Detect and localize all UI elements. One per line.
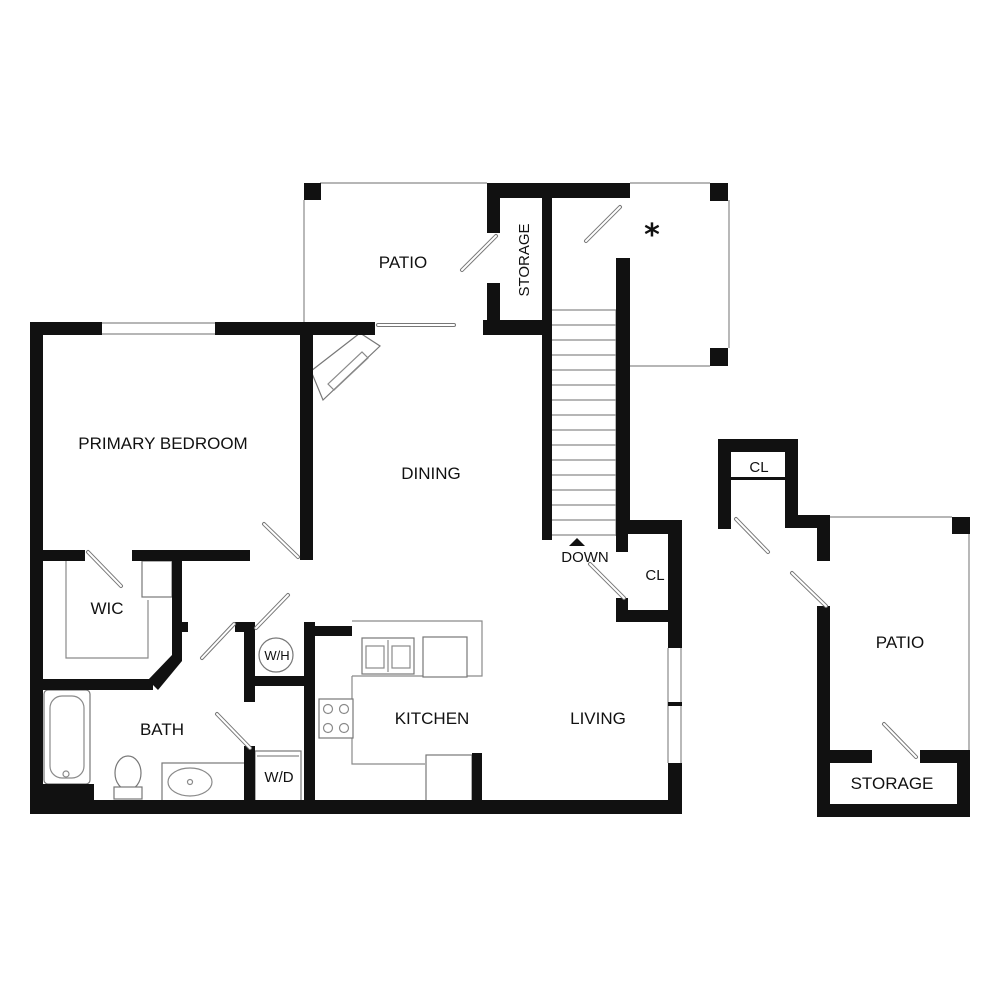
storage-label: STORAGE bbox=[516, 223, 533, 296]
wic-label: WIC bbox=[90, 599, 123, 618]
bath-label: BATH bbox=[140, 720, 184, 739]
stair-arrow-icon bbox=[569, 538, 585, 546]
patio-label: PATIO bbox=[379, 253, 428, 272]
main-walls bbox=[30, 183, 728, 814]
inset-closet-label: CL bbox=[749, 459, 768, 476]
down-label: DOWN bbox=[561, 549, 609, 566]
wd-label: W/D bbox=[264, 769, 293, 786]
room-labels: PATIO STORAGE * PRIMARY BEDROOM DINING D… bbox=[78, 218, 933, 793]
inset-doors bbox=[734, 517, 918, 759]
kitchen-label: KITCHEN bbox=[395, 709, 470, 728]
inset-storage-label: STORAGE bbox=[851, 774, 934, 793]
closet-label: CL bbox=[645, 567, 664, 584]
inset-patio-label: PATIO bbox=[876, 633, 925, 652]
living-label: LIVING bbox=[570, 709, 626, 728]
primary-bedroom-label: PRIMARY BEDROOM bbox=[78, 434, 247, 453]
marker-star: * bbox=[644, 218, 660, 253]
inset-thin bbox=[830, 516, 970, 750]
dining-label: DINING bbox=[401, 464, 461, 483]
wh-label: W/H bbox=[264, 648, 289, 663]
inset-walls bbox=[718, 439, 970, 817]
doors bbox=[86, 205, 626, 750]
stair-treads bbox=[552, 324, 616, 546]
